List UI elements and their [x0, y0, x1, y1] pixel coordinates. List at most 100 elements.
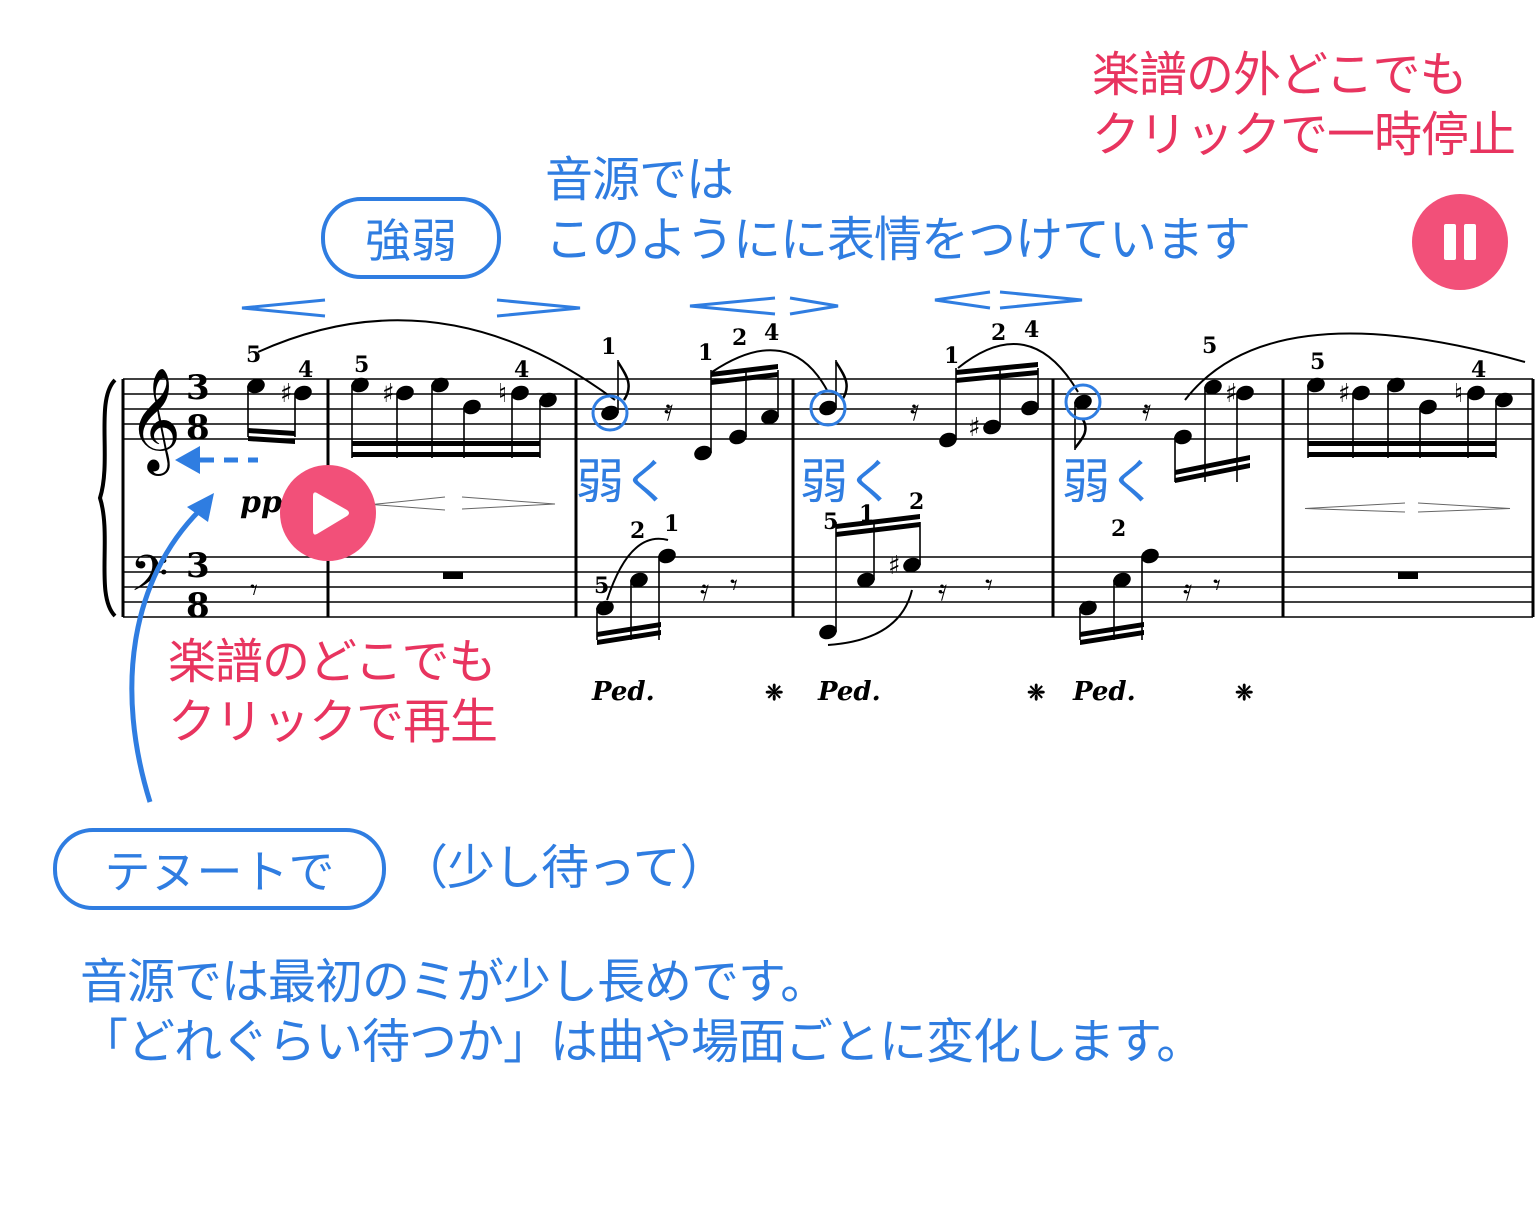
- time-signature-top: 3: [186, 368, 210, 408]
- accidental: ♯: [280, 379, 293, 409]
- beam: [352, 452, 540, 457]
- pause-button[interactable]: [1412, 194, 1508, 290]
- bottom-line1: 音源では最初のミが少し長めです。: [80, 954, 828, 1010]
- bass-clef-icon: 𝄢: [130, 545, 169, 615]
- fingering-number: 5: [1310, 349, 1325, 375]
- notehead: [1021, 400, 1039, 416]
- fingering-number: 4: [1471, 357, 1486, 383]
- rest-icon: 𝄾: [985, 568, 993, 603]
- rest-icon: 𝄿: [664, 393, 673, 428]
- tenuto-label: テヌートで: [53, 828, 386, 910]
- rest-icon: 𝄿: [700, 573, 709, 608]
- notehead: [294, 385, 312, 401]
- hairpin: [371, 496, 446, 511]
- notehead: [857, 572, 875, 588]
- beam: [597, 622, 661, 637]
- rest-icon: 𝄿: [1142, 393, 1151, 428]
- notehead: [1174, 429, 1192, 445]
- pedal-mark: Ped.: [817, 677, 881, 707]
- soft-label: 弱く: [1062, 454, 1157, 510]
- beam: [1175, 463, 1250, 483]
- dynamics-label: 強弱: [321, 197, 501, 279]
- notehead: [983, 419, 1001, 435]
- notehead: [729, 429, 747, 445]
- flag: [1074, 417, 1087, 449]
- beam: [352, 441, 540, 446]
- whole-rest: [443, 572, 463, 579]
- fingering-number: 5: [354, 352, 369, 378]
- fingering-number: 2: [909, 489, 924, 515]
- notehead: [1419, 399, 1437, 415]
- whole-rest: [1398, 572, 1418, 579]
- rest-icon: 𝄾: [730, 568, 738, 603]
- beam: [1080, 622, 1144, 637]
- pedal-mark: Ped.: [1072, 677, 1136, 707]
- play-hint: 楽譜のどこでも クリックで再生: [168, 632, 498, 752]
- pause-hint-line1: 楽譜の外どこでも: [1092, 47, 1468, 103]
- notehead: [761, 409, 779, 425]
- beam: [711, 372, 778, 385]
- notehead: [396, 385, 414, 401]
- accidental: ♯: [888, 551, 901, 581]
- beam: [1175, 455, 1250, 475]
- slur: [257, 319, 616, 401]
- slur: [827, 589, 913, 646]
- fingering-number: 1: [859, 501, 874, 527]
- notehead: [539, 392, 557, 408]
- fingering-number: 5: [246, 342, 261, 368]
- fingering-number: 5: [594, 573, 609, 599]
- notehead: [511, 385, 529, 401]
- beam: [956, 370, 1038, 383]
- rest-icon: 𝄿: [1183, 573, 1192, 608]
- slur: [606, 537, 669, 601]
- dynamics-note: 音源では このようにに表情をつけています: [545, 150, 1251, 270]
- notehead: [1387, 377, 1405, 393]
- fingering-number: 5: [1202, 333, 1217, 359]
- notehead: [1495, 392, 1513, 408]
- fingering-number: 1: [664, 511, 679, 537]
- dynamics-note-line1: 音源では: [545, 152, 734, 208]
- fingering-number: 5: [823, 509, 838, 535]
- time-signature-top: 3: [186, 546, 210, 586]
- beam: [1308, 441, 1496, 446]
- hairpin: [1417, 502, 1511, 513]
- pedal-mark: Ped.: [591, 677, 655, 707]
- fingering-number: 2: [732, 325, 747, 351]
- beam: [711, 364, 778, 377]
- rest-icon: 𝄿: [910, 393, 919, 428]
- slur: [711, 349, 829, 393]
- rest-icon: 𝄿: [938, 573, 947, 608]
- tenuto-note: （少し待って）: [400, 840, 728, 896]
- play-button[interactable]: [280, 465, 376, 561]
- notehead: [351, 377, 369, 393]
- rest-icon: 𝄾: [250, 573, 258, 608]
- soft-label: 弱く: [800, 454, 895, 510]
- hairpin: [1304, 502, 1406, 513]
- beam: [956, 362, 1038, 375]
- fingering-number: 2: [630, 518, 645, 544]
- fingering-number: 2: [1111, 516, 1126, 542]
- notehead: [1141, 548, 1159, 564]
- pedal-release-mark: ❈: [1235, 680, 1253, 706]
- notehead: [431, 377, 449, 393]
- pause-icon: [1444, 224, 1476, 260]
- fingering-number: 4: [1024, 317, 1039, 343]
- beam: [1080, 630, 1144, 645]
- notehead: [1204, 379, 1222, 395]
- pause-hint: 楽譜の外どこでも クリックで一時停止: [1092, 45, 1516, 165]
- beam: [248, 428, 295, 436]
- slur: [957, 343, 1079, 393]
- accidental: ♯: [968, 413, 981, 443]
- notehead: [1236, 385, 1254, 401]
- accidental: ♯: [382, 379, 395, 409]
- beam: [836, 522, 920, 537]
- play-icon: [313, 492, 349, 535]
- notehead: [939, 432, 957, 448]
- fingering-number: 4: [514, 357, 529, 383]
- soft-label: 弱く: [576, 454, 671, 510]
- notehead: [596, 600, 614, 616]
- tenuto-label-text: テヌートで: [104, 845, 335, 899]
- pedal-release-mark: ❈: [765, 680, 783, 706]
- accidental: ♮: [498, 379, 507, 409]
- dynamics-note-line2: このようにに表情をつけています: [545, 212, 1251, 268]
